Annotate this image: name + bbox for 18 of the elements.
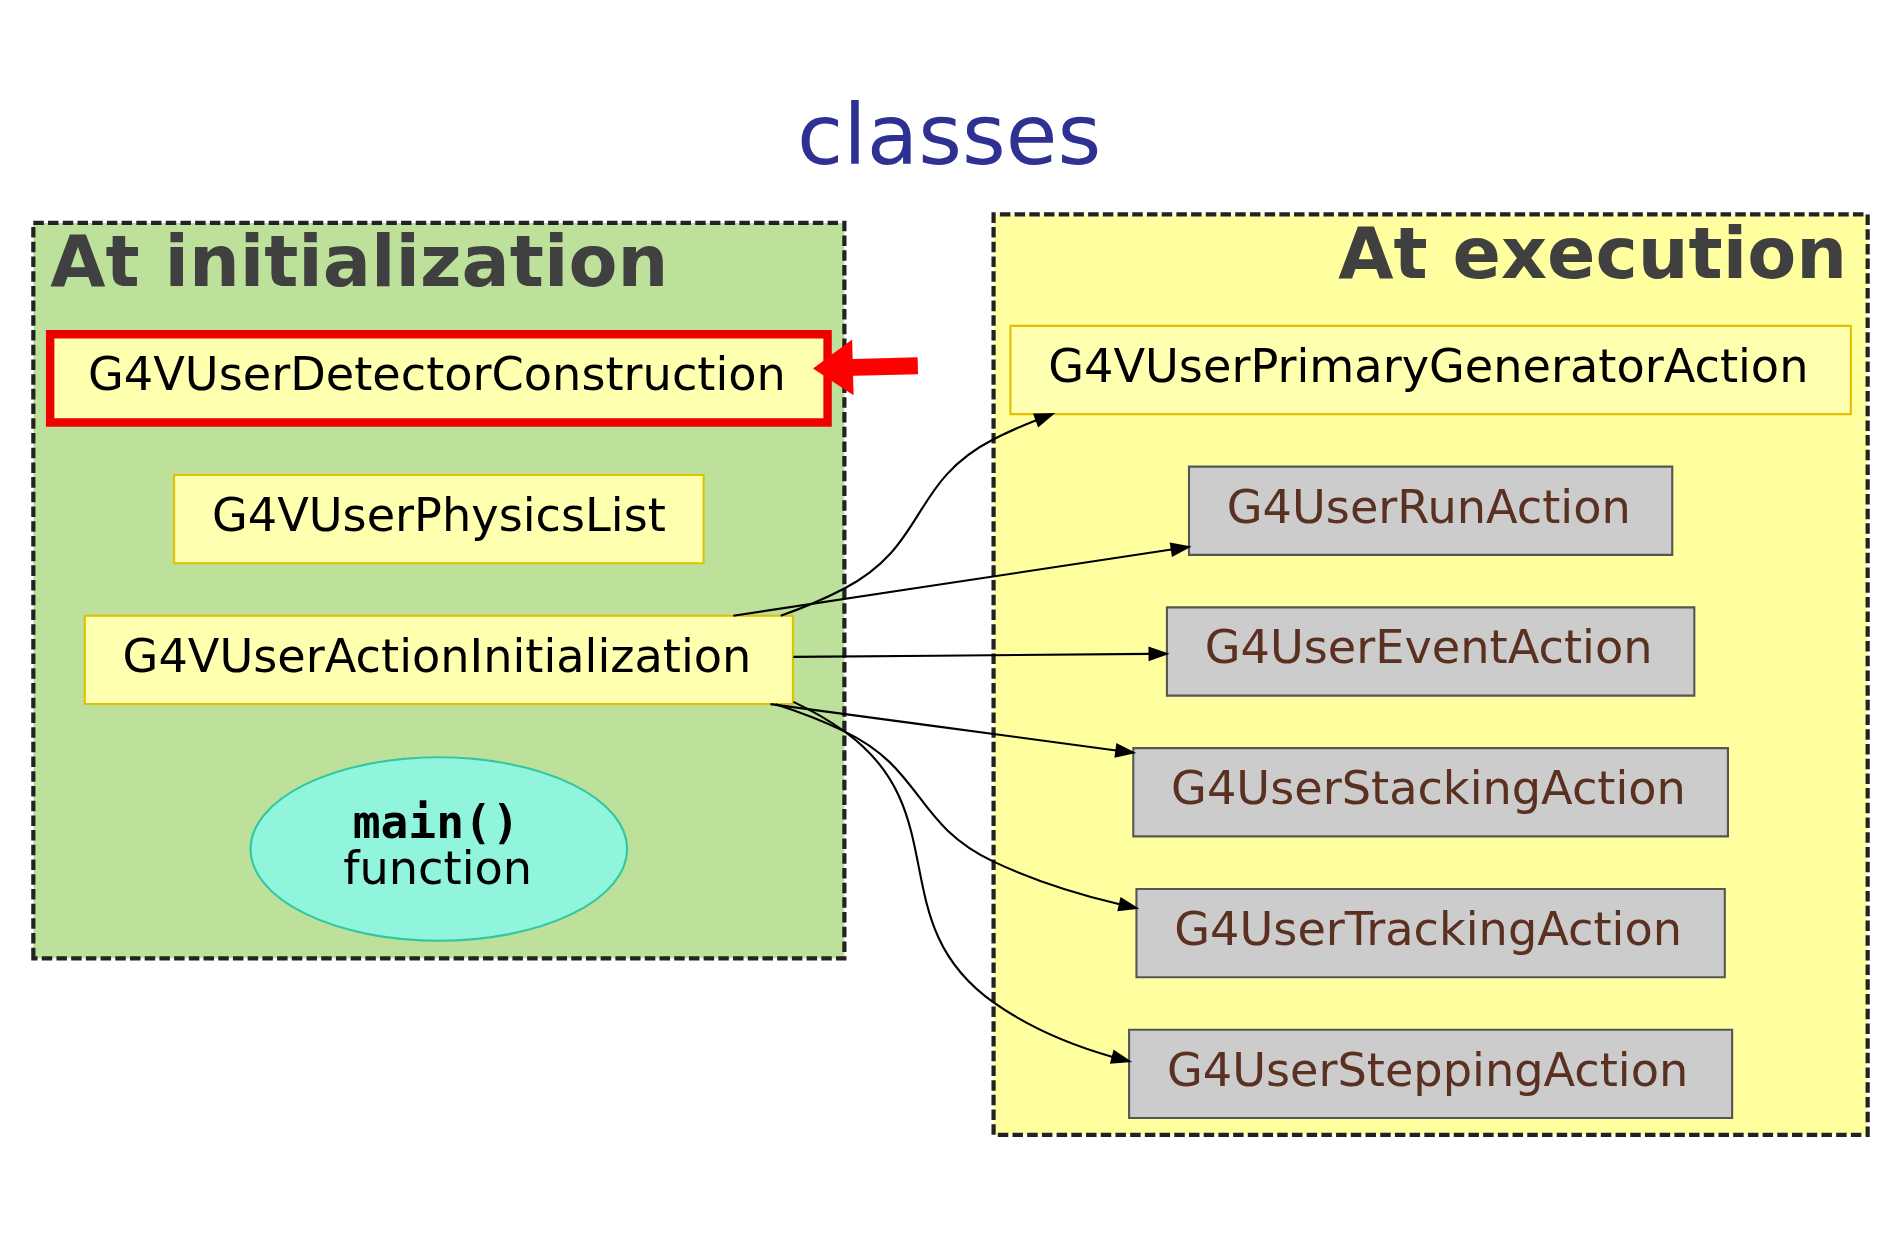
arrow (793, 646, 1170, 662)
node-box: G4VUserPrimaryGeneratorAction (1009, 324, 1852, 416)
node-box: G4VUserPhysicsList (173, 473, 705, 565)
node-box: G4UserEventAction (1165, 606, 1696, 697)
arrow (813, 339, 919, 396)
arrow (792, 700, 1133, 1064)
diagram-title: classes (797, 86, 1102, 185)
node-box: G4UserTrackingAction (1135, 887, 1726, 979)
arrow (770, 703, 1137, 758)
node-box: G4UserSteppingAction (1128, 1028, 1734, 1120)
arrow (780, 413, 1056, 617)
arrow (775, 703, 1140, 912)
node-box: G4VUserDetectorConstruction (45, 330, 832, 427)
arrow (733, 542, 1192, 617)
node-ellipse: main() function (249, 756, 629, 942)
node-box: G4UserStackingAction (1132, 747, 1729, 838)
node-box: G4UserRunAction (1187, 465, 1674, 556)
node-box: G4VUserActionInitialization (83, 614, 794, 706)
